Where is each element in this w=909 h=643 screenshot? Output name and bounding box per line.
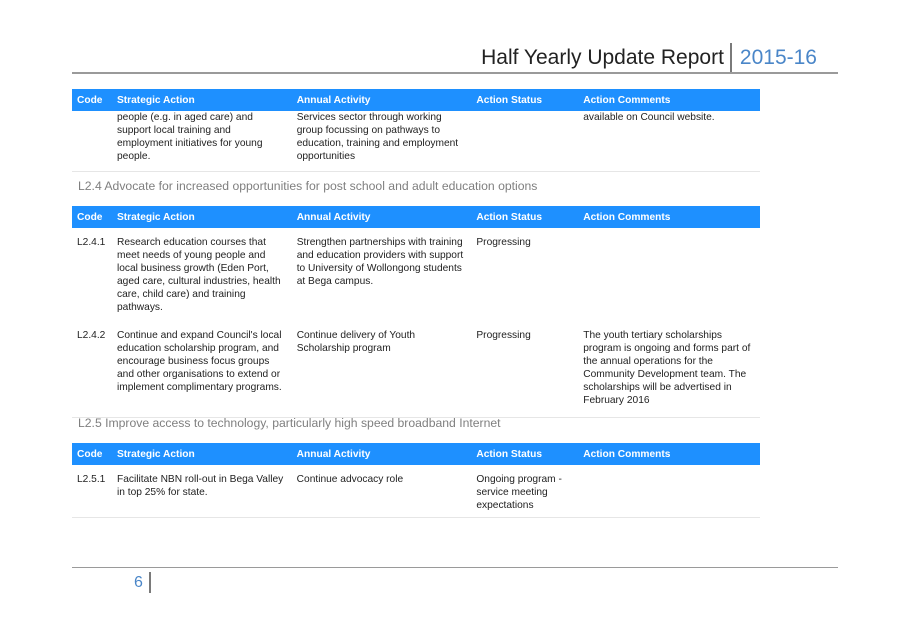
cell-action-comments: available on Council website. bbox=[583, 112, 715, 123]
col-code: Code bbox=[72, 89, 112, 111]
col-action-status: Action Status bbox=[471, 443, 579, 465]
cell-annual-activity: Continue delivery of Youth Scholarship p… bbox=[296, 330, 416, 354]
header-title: Half Yearly Update Report 2015-16 bbox=[481, 43, 817, 73]
col-action-comments: Action Comments bbox=[578, 206, 760, 228]
cell-action-comments: The youth tertiary scholarships program … bbox=[583, 330, 751, 406]
cell-action-status: Ongoing program - service meeting expect… bbox=[476, 474, 562, 511]
cell-annual-activity: Services sector through working group fo… bbox=[296, 112, 459, 162]
cell-action-status bbox=[471, 111, 578, 172]
col-action-status: Action Status bbox=[471, 89, 579, 111]
header-divider bbox=[72, 72, 838, 74]
section-heading-l2-5: L2.5 Improve access to technology, parti… bbox=[78, 416, 501, 430]
report-year: 2015-16 bbox=[729, 43, 817, 73]
cell-action-status: Progressing bbox=[476, 330, 531, 341]
continued-table: Code Strategic Action Annual Activity Ac… bbox=[72, 89, 760, 172]
cell-code: L2.5.1 bbox=[77, 474, 106, 485]
cell-strategic-action: Facilitate NBN roll-out in Bega Valley i… bbox=[116, 474, 284, 498]
table-header-row: Code Strategic Action Annual Activity Ac… bbox=[72, 443, 760, 465]
col-action-status: Action Status bbox=[471, 206, 579, 228]
table-row: people (e.g. in aged care) and support l… bbox=[72, 111, 760, 172]
cell-action-comments bbox=[578, 465, 760, 518]
cell-action-comments bbox=[578, 228, 760, 329]
col-annual-activity: Annual Activity bbox=[291, 443, 472, 465]
report-title: Half Yearly Update Report bbox=[481, 46, 724, 69]
cell-strategic-action: Continue and expand Council's local educ… bbox=[116, 330, 282, 393]
cell-annual-activity: Strengthen partnerships with training an… bbox=[296, 237, 464, 287]
section-heading-l2-4: L2.4 Advocate for increased opportunitie… bbox=[78, 179, 538, 193]
cell-annual-activity: Continue advocacy role bbox=[296, 474, 404, 485]
table-row: L2.5.1 Facilitate NBN roll-out in Bega V… bbox=[72, 465, 760, 518]
col-annual-activity: Annual Activity bbox=[291, 206, 472, 228]
col-annual-activity: Annual Activity bbox=[291, 89, 472, 111]
cell-code: L2.4.2 bbox=[77, 330, 106, 341]
page-number: 6 bbox=[134, 572, 151, 593]
table-header-row: Code Strategic Action Annual Activity Ac… bbox=[72, 89, 760, 111]
col-action-comments: Action Comments bbox=[578, 443, 760, 465]
table-row: L2.4.1 Research education courses that m… bbox=[72, 228, 760, 329]
col-strategic-action: Strategic Action bbox=[111, 443, 292, 465]
table-header-row: Code Strategic Action Annual Activity Ac… bbox=[72, 206, 760, 228]
col-strategic-action: Strategic Action bbox=[111, 89, 292, 111]
col-code: Code bbox=[72, 443, 112, 465]
col-strategic-action: Strategic Action bbox=[111, 206, 292, 228]
col-code: Code bbox=[72, 206, 112, 228]
footer-divider bbox=[72, 567, 838, 568]
cell-strategic-action: Research education courses that meet nee… bbox=[116, 237, 281, 313]
cell-strategic-action: people (e.g. in aged care) and support l… bbox=[116, 112, 263, 162]
col-action-comments: Action Comments bbox=[578, 89, 760, 111]
table-row: L2.4.2 Continue and expand Council's loc… bbox=[72, 329, 760, 418]
section-table-l2-4: Code Strategic Action Annual Activity Ac… bbox=[72, 206, 760, 418]
cell-code: L2.4.1 bbox=[77, 237, 106, 248]
section-table-l2-5: Code Strategic Action Annual Activity Ac… bbox=[72, 443, 760, 518]
cell-action-status: Progressing bbox=[476, 237, 531, 248]
